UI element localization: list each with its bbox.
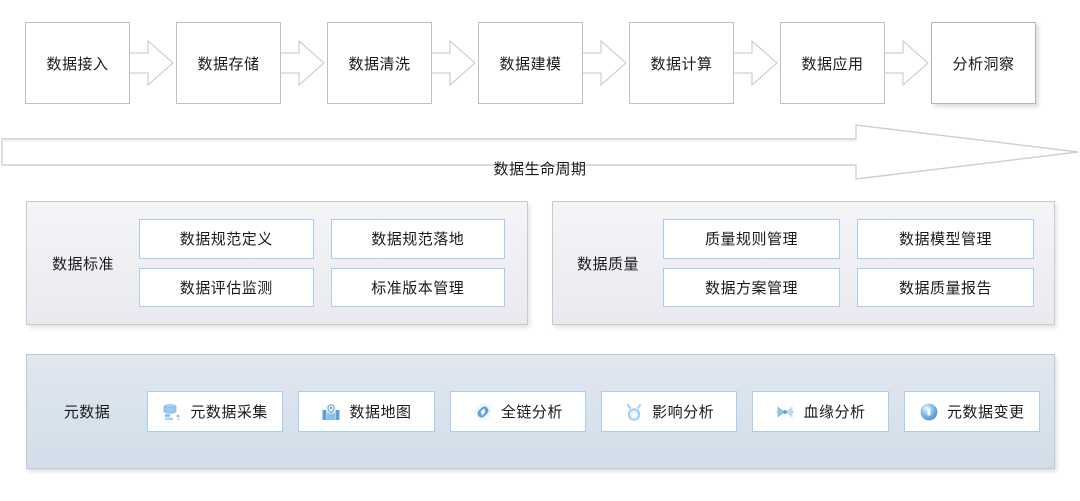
metadata-item-label: 元数据变更	[947, 403, 1025, 421]
panel-title-data-quality: 数据质量	[576, 254, 639, 273]
butterfly-nodes-icon	[775, 402, 795, 422]
tile-data-spec-implementation[interactable]: 数据规范落地	[330, 219, 505, 259]
medal-icon	[624, 402, 644, 422]
metadata-item-list: 元数据采集 数据地图	[147, 391, 1054, 432]
panel-title-metadata: 元数据	[63, 403, 111, 421]
pipeline-stage-label: 数据应用	[801, 54, 864, 73]
metadata-item-label: 全链分析	[500, 403, 563, 421]
panel-data-standard: 数据标准 数据规范定义 数据规范落地 数据评估监测 标准版本管理	[26, 201, 528, 325]
metadata-item-label: 数据地图	[349, 403, 412, 421]
pipeline-stage-4[interactable]: 数据建模	[478, 22, 583, 104]
tile-standard-version-management[interactable]: 标准版本管理	[330, 267, 505, 307]
metadata-item-label: 元数据采集	[190, 403, 268, 421]
tile-data-assessment-monitoring[interactable]: 数据评估监测	[139, 267, 314, 307]
pipeline-stage-6[interactable]: 数据应用	[780, 22, 885, 104]
pipeline-stage-label: 数据清洗	[348, 54, 411, 73]
tile-data-quality-report[interactable]: 数据质量报告	[857, 267, 1034, 307]
tile-data-model-management[interactable]: 数据模型管理	[857, 219, 1034, 259]
pipeline-stage-3[interactable]: 数据清洗	[327, 22, 432, 104]
metadata-item-label: 影响分析	[652, 403, 715, 421]
lifecycle-label: 数据生命周期	[493, 160, 587, 178]
metadata-item-full-chain-analysis[interactable]: 全链分析	[449, 391, 586, 432]
panel-tile-grid: 质量规则管理 数据模型管理 数据方案管理 数据质量报告	[663, 219, 1034, 307]
pipeline-stage-label: 数据接入	[46, 54, 109, 73]
panel-tile-grid: 数据规范定义 数据规范落地 数据评估监测 标准版本管理	[139, 219, 505, 307]
database-icon	[162, 402, 182, 422]
pipeline-stage-label: 数据建模	[499, 54, 562, 73]
pipeline-stage-label: 数据计算	[650, 54, 713, 73]
map-pin-icon	[321, 402, 341, 422]
tile-quality-rule-management[interactable]: 质量规则管理	[663, 219, 840, 259]
tile-data-plan-management[interactable]: 数据方案管理	[663, 267, 840, 307]
metadata-item-collection[interactable]: 元数据采集	[147, 391, 284, 432]
lifecycle-row: 数据生命周期	[0, 122, 1080, 184]
metadata-item-change[interactable]: 元数据变更	[903, 391, 1040, 432]
panel-title-data-standard: 数据标准	[51, 254, 114, 273]
panel-data-quality: 数据质量 质量规则管理 数据模型管理 数据方案管理 数据质量报告	[552, 201, 1055, 325]
metadata-item-lineage-analysis[interactable]: 血缘分析	[752, 391, 889, 432]
lifecycle-arrow-icon	[1, 124, 1079, 180]
pipeline-stage-2[interactable]: 数据存储	[176, 22, 281, 104]
pipeline-row: 数据接入 数据存储 数据清洗 数据建模 数据计算 数据应用 分析洞察	[0, 0, 1080, 120]
metadata-item-impact-analysis[interactable]: 影响分析	[600, 391, 738, 432]
pipeline-stage-5[interactable]: 数据计算	[629, 22, 734, 104]
tile-data-spec-definition[interactable]: 数据规范定义	[139, 219, 314, 259]
metadata-item-map[interactable]: 数据地图	[298, 391, 435, 432]
chain-link-icon	[473, 402, 493, 422]
pipeline-stage-label: 分析洞察	[952, 54, 1015, 73]
pipeline-stage-1[interactable]: 数据接入	[25, 22, 130, 104]
metadata-item-label: 血缘分析	[803, 403, 866, 421]
pipeline-stage-7[interactable]: 分析洞察	[931, 22, 1036, 104]
panel-metadata: 元数据 元数据采集	[26, 354, 1055, 469]
sphere-icon	[919, 402, 939, 422]
pipeline-stage-label: 数据存储	[197, 54, 260, 73]
